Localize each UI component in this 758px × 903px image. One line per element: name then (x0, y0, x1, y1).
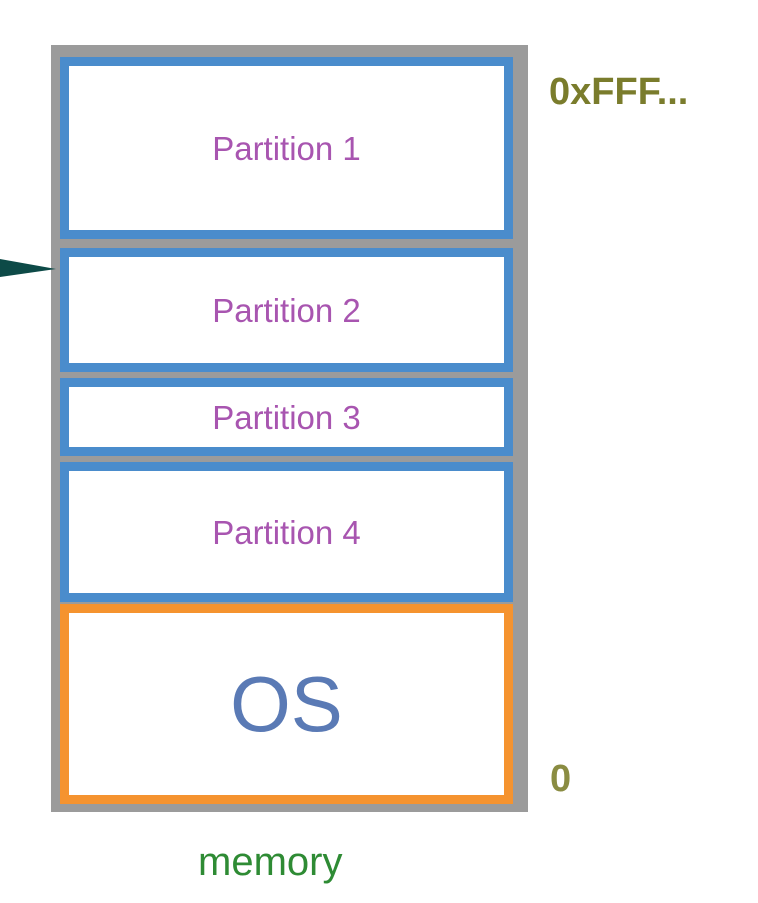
memory-block-partition-3[interactable]: Partition 3 (60, 378, 513, 456)
memory-block-partition-4[interactable]: Partition 4 (60, 462, 513, 602)
high-address-label: 0xFFF... (549, 71, 689, 113)
os-label: OS (230, 660, 343, 748)
partition-1-label: Partition 1 (212, 129, 361, 167)
partition-3-label: Partition 3 (212, 398, 361, 436)
arrow-right-icon (0, 259, 56, 277)
memory-block-os[interactable]: OS (60, 604, 513, 804)
memory-block-partition-2[interactable]: Partition 2 (60, 248, 513, 372)
partition-4-label: Partition 4 (212, 513, 361, 551)
low-address-label: 0 (550, 758, 572, 800)
memory-caption: memory (198, 840, 343, 884)
memory-block-partition-1[interactable]: Partition 1 (60, 57, 513, 239)
partition-2-label: Partition 2 (212, 291, 361, 329)
